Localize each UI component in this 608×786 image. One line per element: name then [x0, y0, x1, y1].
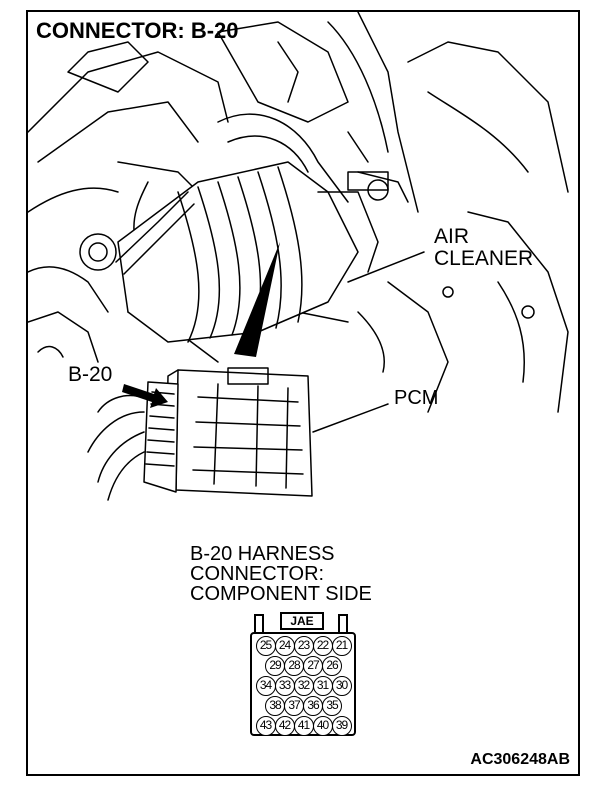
connector-pin: 42 [274, 716, 295, 736]
connector-lock-tab-left [254, 614, 264, 632]
diagram-title: CONNECTOR: B-20 [36, 18, 239, 43]
air-cleaner-label-line-2: CLEANER [434, 247, 534, 270]
connector-pin: 22 [312, 636, 333, 656]
connector-reference-label: B-20 [68, 363, 113, 386]
connector-arrow [122, 384, 168, 408]
connector-pin: 25 [255, 636, 276, 656]
figure-code: AC306248AB [470, 751, 570, 768]
connector-pin: 38 [265, 696, 285, 716]
harness-caption-line-3: COMPONENT SIDE [190, 583, 372, 605]
connector-pin: 36 [303, 696, 323, 716]
connector-pin: 41 [293, 716, 314, 736]
pcm-label: PCM [394, 387, 439, 409]
harness-caption: B-20 HARNESS CONNECTOR: COMPONENT SIDE [190, 544, 372, 604]
connector-pin: 33 [274, 676, 295, 696]
connector-pin: 24 [274, 636, 295, 656]
connector-pin: 23 [293, 636, 314, 656]
connector-lock-tab-right [338, 614, 348, 632]
connector-pin: 35 [322, 696, 342, 716]
connector-pin: 40 [312, 716, 333, 736]
connector-pin: 39 [331, 716, 352, 736]
diagram-frame: CONNECTOR: B-20 AIR CLEANER B-20 PCM B-2… [26, 10, 580, 776]
pcm-module-illustration [87, 367, 313, 501]
air-cleaner-leader-line [347, 251, 425, 283]
harness-caption-line-2: CONNECTOR: [190, 563, 325, 585]
air-cleaner-label: AIR CLEANER [434, 226, 533, 270]
air-cleaner-label-line-1: AIR [434, 225, 470, 248]
connector-key-label: JAE [280, 612, 324, 630]
connector-pin: 30 [331, 676, 352, 696]
connector-pin: 32 [293, 676, 314, 696]
connector-pin: 26 [322, 656, 342, 676]
connector-pin: 29 [265, 656, 285, 676]
harness-caption-line-1: B-20 HARNESS [190, 543, 335, 565]
pcm-leader-line [312, 403, 389, 433]
air-cleaner-illustration [115, 113, 389, 343]
connector-pin: 34 [255, 676, 276, 696]
connector-pin: 43 [255, 716, 276, 736]
location-pointer [234, 242, 280, 357]
engine-bay-illustration [28, 12, 569, 501]
connector-pin: 21 [331, 636, 352, 656]
connector-pin: 27 [303, 656, 323, 676]
connector-pin: 31 [312, 676, 333, 696]
connector-pin: 28 [284, 656, 304, 676]
connector-pin: 37 [284, 696, 304, 716]
